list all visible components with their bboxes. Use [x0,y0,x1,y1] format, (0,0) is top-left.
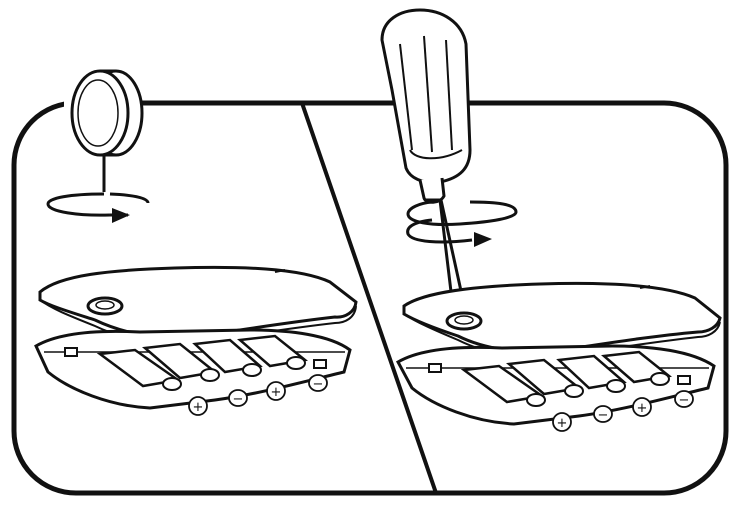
polarity-negative: − [674,390,694,408]
polarity-negative: − [308,374,328,392]
polarity-markers: + − + − [552,390,694,432]
battery-cell [142,342,220,382]
svg-text:+: + [557,416,568,431]
battery-cell [192,338,263,377]
battery-cell [556,354,627,393]
svg-text:+: + [637,401,648,416]
svg-text:−: − [679,393,690,408]
polarity-positive: + [188,396,208,416]
rotate-clockwise-icon [46,192,150,223]
polarity-markers: + − + − [188,374,328,416]
polarity-negative: − [593,405,613,423]
right-panel: + − + − [380,8,722,432]
panel-divider [300,102,438,494]
coin-icon [64,69,144,192]
battery-cover [402,281,722,359]
polarity-positive: + [266,381,286,401]
left-panel: + − + − [34,69,358,416]
battery-cell [601,350,672,386]
battery-cell [237,334,308,370]
battery-cell [506,358,584,398]
svg-text:+: + [271,385,282,400]
rotate-clockwise-icon [406,200,518,247]
polarity-negative: − [228,389,248,407]
battery-cell [460,364,546,407]
svg-text:+: + [193,400,204,415]
polarity-positive: + [632,397,652,417]
svg-text:−: − [598,408,609,423]
svg-text:−: − [313,377,324,392]
battery-cell [96,348,182,391]
svg-text:−: − [233,392,244,407]
polarity-positive: + [552,412,572,432]
